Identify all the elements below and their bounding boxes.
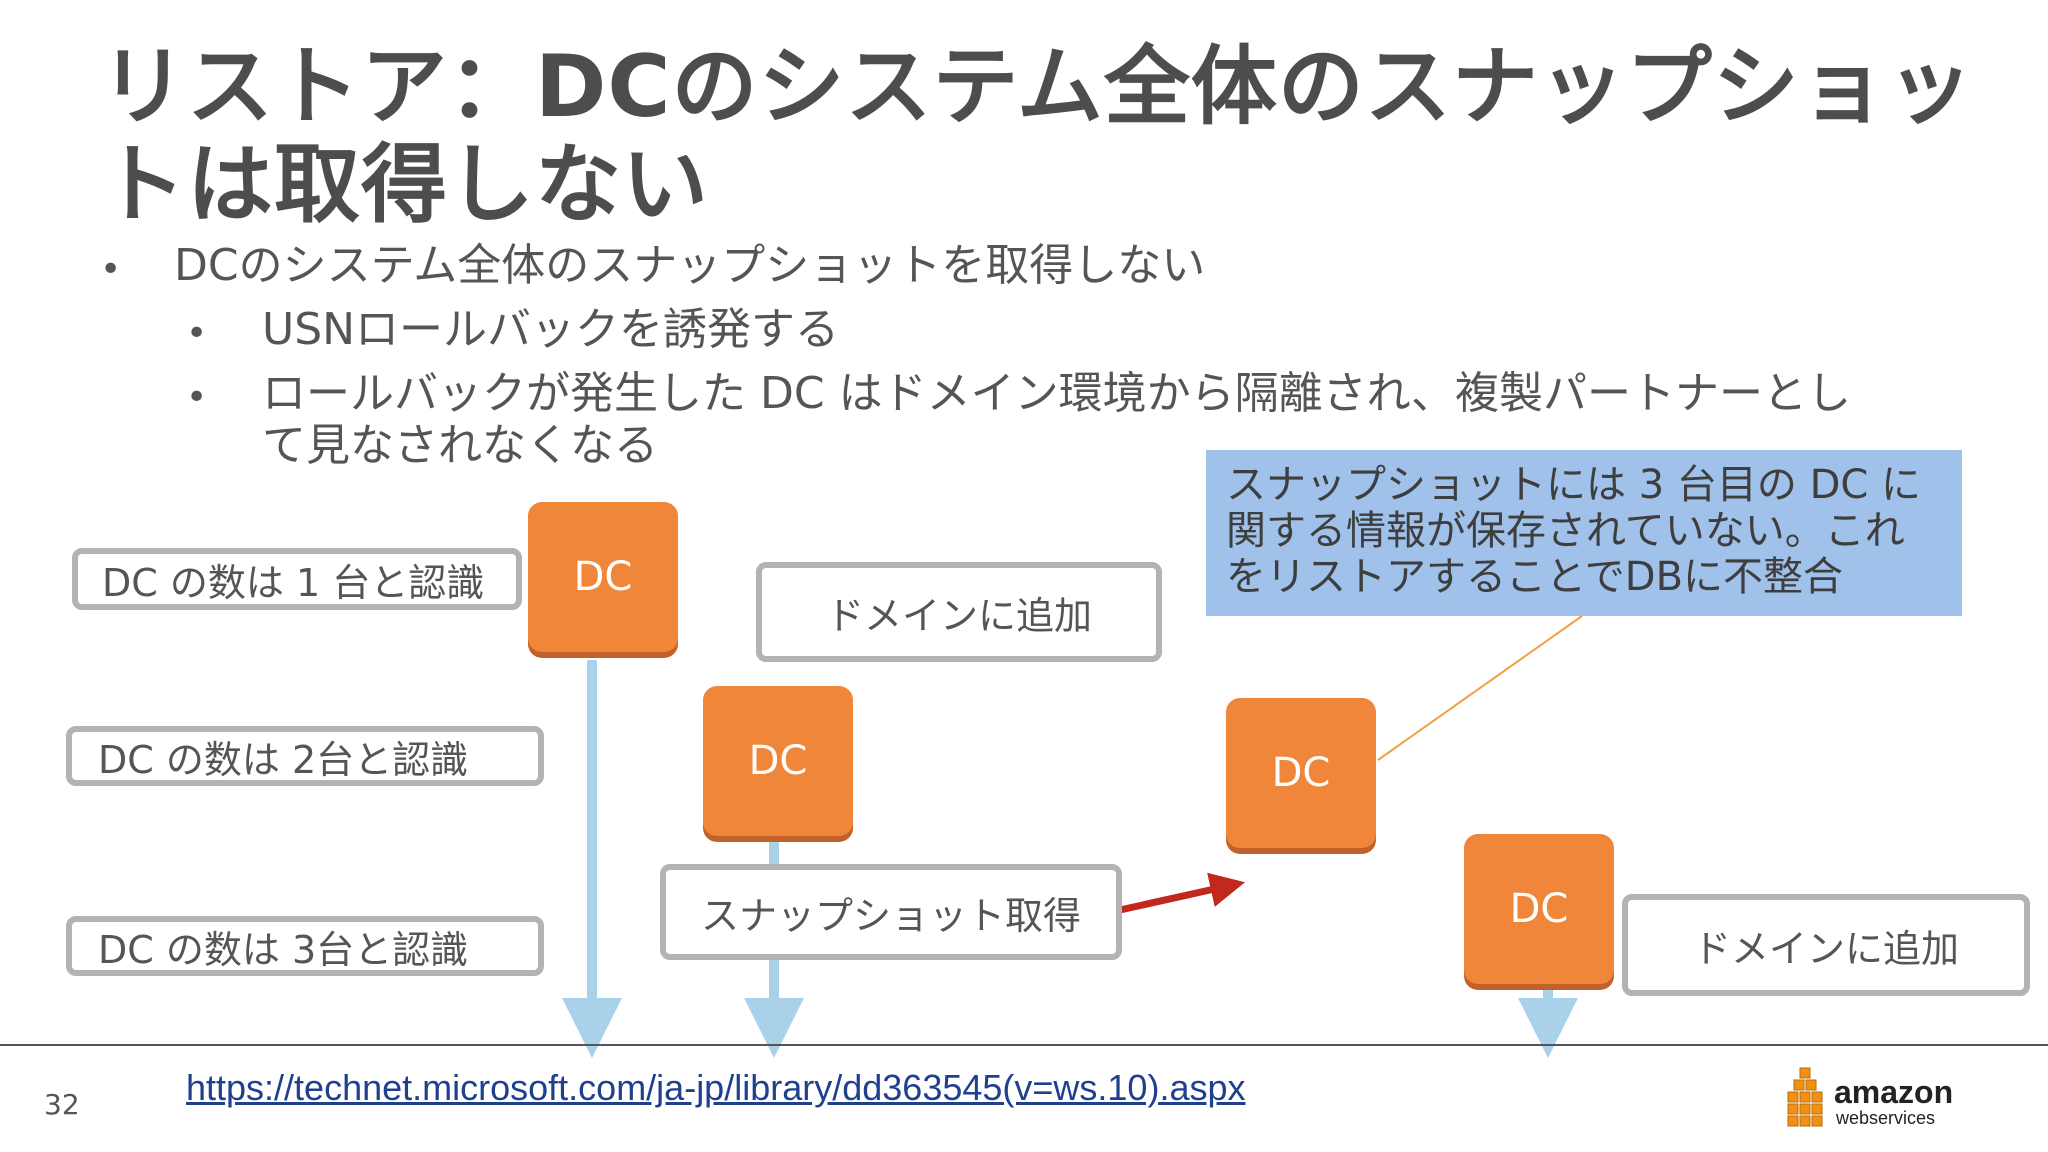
snapshot-note-callout: スナップショットには 3 台目の DC に関する情報が保存されていない。これをリ… <box>1206 450 1962 616</box>
footer-divider <box>0 1044 2048 1046</box>
dc-node-3: DC <box>1464 834 1614 984</box>
row-label-1-text: DC の数は 1 台と認識 <box>102 560 485 605</box>
snapshot-box: スナップショット取得 <box>660 864 1122 960</box>
bullet-main-text: DCのシステム全体のスナップショットを取得しない <box>174 240 1206 291</box>
aws-logo-main: amazon <box>1834 1074 1954 1110</box>
snapshot-note-text: スナップショットには 3 台目の DC に関する情報が保存されていない。これをリ… <box>1226 462 1922 600</box>
add-domain-box-2: ドメインに追加 <box>1622 894 2030 996</box>
slide-title: リストア：DCのシステム全体のスナップショットは取得しない <box>100 37 1974 235</box>
row-label-2-text: DC の数は 2台と認識 <box>98 737 469 782</box>
snapshot-arrow <box>1119 872 1246 914</box>
dc-node-restored: DC <box>1226 698 1376 848</box>
aws-logo-sub: webservices <box>1836 1108 1936 1128</box>
row-label-2: DC の数は 2台と認識 <box>66 726 544 786</box>
dc-node-2: DC <box>703 686 853 836</box>
row-label-3-text: DC の数は 3台と認識 <box>98 927 469 972</box>
aws-logo: amazon webservices <box>1786 1066 1956 1130</box>
bullet-marker: • <box>100 249 122 290</box>
add-domain-box-1-text: ドメインに追加 <box>825 593 1092 638</box>
snapshot-box-text: スナップショット取得 <box>700 893 1081 938</box>
reference-link[interactable]: https://technet.microsoft.com/ja-jp/libr… <box>186 1067 1246 1108</box>
note-connector <box>1377 615 1583 761</box>
bullet-sub2-text: ロールバックが発生した DC はドメイン環境から隔離され、複製パートナーとして見… <box>262 368 1852 471</box>
dc-node-1: DC <box>528 502 678 652</box>
page-number: 32 <box>44 1088 80 1121</box>
bullet-marker: • <box>186 313 208 354</box>
dc-node-1-label: DC <box>573 554 633 600</box>
aws-cubes-icon <box>1787 1067 1823 1127</box>
add-domain-box-1: ドメインに追加 <box>756 562 1162 662</box>
dc-node-2-label: DC <box>748 738 808 784</box>
row-label-1: DC の数は 1 台と認識 <box>72 548 522 610</box>
bullet-sub1-text: USNロールバックを誘発する <box>262 304 840 355</box>
dc-node-3-label: DC <box>1509 886 1569 932</box>
bullet-marker: • <box>186 377 208 418</box>
add-domain-box-2-text: ドメインに追加 <box>1692 926 1959 971</box>
row-label-3: DC の数は 3台と認識 <box>66 916 544 976</box>
dc-node-restored-label: DC <box>1271 750 1331 796</box>
